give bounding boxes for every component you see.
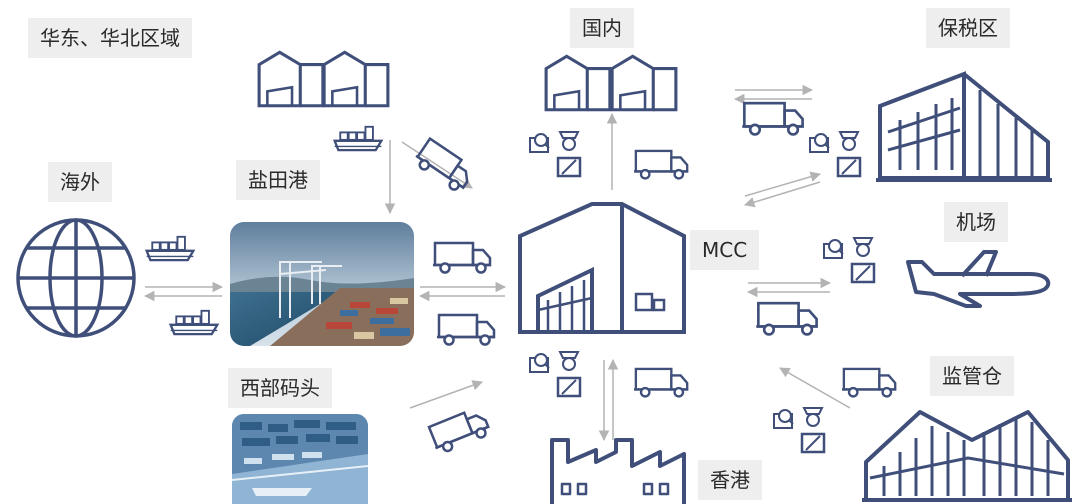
truck-icon bbox=[754, 301, 820, 336]
truck-icon bbox=[410, 136, 478, 196]
label-east-north-region: 华东、华北区域 bbox=[28, 18, 192, 58]
cargo-ship-icon bbox=[333, 125, 383, 152]
label-west-wharf: 西部码头 bbox=[228, 368, 332, 408]
bonded-building-icon bbox=[876, 71, 1052, 182]
label-mcc: MCC bbox=[690, 230, 760, 270]
yantian-port-photo bbox=[230, 222, 414, 346]
customs-officer-icon bbox=[822, 236, 876, 284]
airplane-icon bbox=[906, 250, 1051, 308]
label-yantian-port: 盐田港 bbox=[236, 160, 320, 200]
label-domestic: 国内 bbox=[570, 8, 634, 48]
warehouse-icon bbox=[544, 54, 612, 112]
label-bonded-zone: 保税区 bbox=[926, 8, 1010, 48]
customs-officer-icon bbox=[808, 130, 862, 178]
customs-officer-icon bbox=[528, 130, 582, 178]
truck-icon bbox=[432, 241, 493, 274]
warehouse-icon bbox=[322, 50, 390, 108]
truck-icon bbox=[842, 367, 898, 398]
globe-icon bbox=[16, 218, 136, 338]
truck-icon bbox=[740, 101, 806, 136]
truck-icon bbox=[436, 313, 497, 346]
label-airport: 机场 bbox=[944, 202, 1008, 242]
label-hongkong: 香港 bbox=[698, 460, 762, 500]
mcc-building-icon bbox=[518, 202, 686, 334]
factory-icon bbox=[550, 438, 686, 504]
customs-officer-icon bbox=[772, 406, 826, 454]
warehouse-icon bbox=[610, 54, 678, 112]
customs-officer-icon bbox=[528, 350, 582, 398]
truck-icon bbox=[426, 404, 494, 457]
label-overseas: 海外 bbox=[48, 162, 112, 202]
west-wharf-photo bbox=[232, 414, 368, 504]
truck-icon bbox=[634, 149, 690, 180]
warehouse-icon bbox=[257, 50, 325, 108]
label-supervised-warehouse: 监管仓 bbox=[930, 356, 1014, 396]
supervised-warehouse-icon bbox=[862, 410, 1072, 502]
cargo-ship-icon bbox=[169, 309, 219, 336]
truck-icon bbox=[634, 367, 690, 398]
cargo-ship-icon bbox=[145, 235, 195, 262]
